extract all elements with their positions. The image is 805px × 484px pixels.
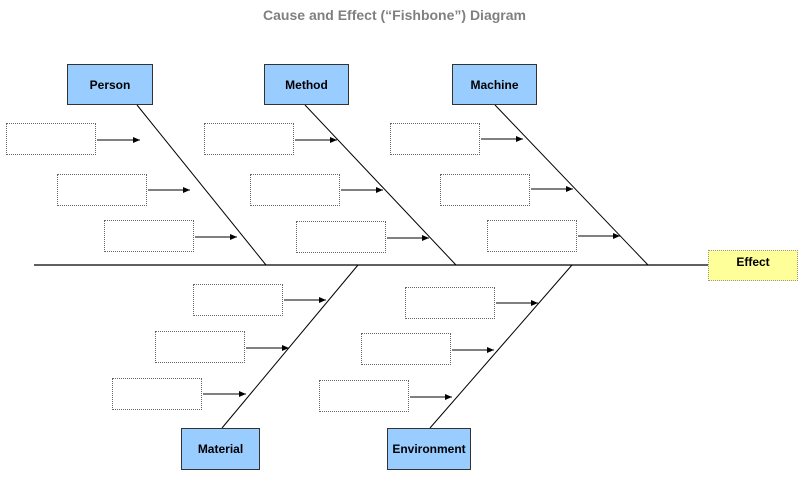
bone-machine xyxy=(494,104,649,266)
bone-environment xyxy=(429,264,573,429)
category-method[interactable]: Method xyxy=(264,64,349,105)
cause-slot-machine-2[interactable] xyxy=(440,174,530,206)
cause-slot-material-1[interactable] xyxy=(193,284,283,316)
bone-person xyxy=(136,104,267,266)
cause-slot-environment-3[interactable] xyxy=(319,380,409,412)
cause-slot-material-2[interactable] xyxy=(155,331,245,363)
category-machine[interactable]: Machine xyxy=(452,64,537,105)
category-material[interactable]: Material xyxy=(181,428,260,470)
cause-slot-person-2[interactable] xyxy=(57,174,147,206)
bone-material xyxy=(221,264,359,429)
cause-slot-method-3[interactable] xyxy=(296,221,386,253)
cause-slot-person-3[interactable] xyxy=(104,220,194,252)
cause-slot-environment-1[interactable] xyxy=(405,287,495,319)
cause-slot-method-2[interactable] xyxy=(250,174,340,206)
cause-slot-material-3[interactable] xyxy=(112,378,202,410)
bone-method xyxy=(304,104,457,266)
cause-slot-machine-3[interactable] xyxy=(487,220,577,252)
cause-slot-environment-2[interactable] xyxy=(361,333,451,365)
cause-slot-method-1[interactable] xyxy=(204,123,294,155)
category-person[interactable]: Person xyxy=(67,64,153,105)
cause-slot-person-1[interactable] xyxy=(6,123,96,155)
category-environment[interactable]: Environment xyxy=(387,428,471,470)
diagram-title: Cause and Effect (“Fishbone”) Diagram xyxy=(263,7,526,23)
effect-box[interactable]: Effect xyxy=(708,250,798,281)
cause-slot-machine-1[interactable] xyxy=(390,123,480,155)
